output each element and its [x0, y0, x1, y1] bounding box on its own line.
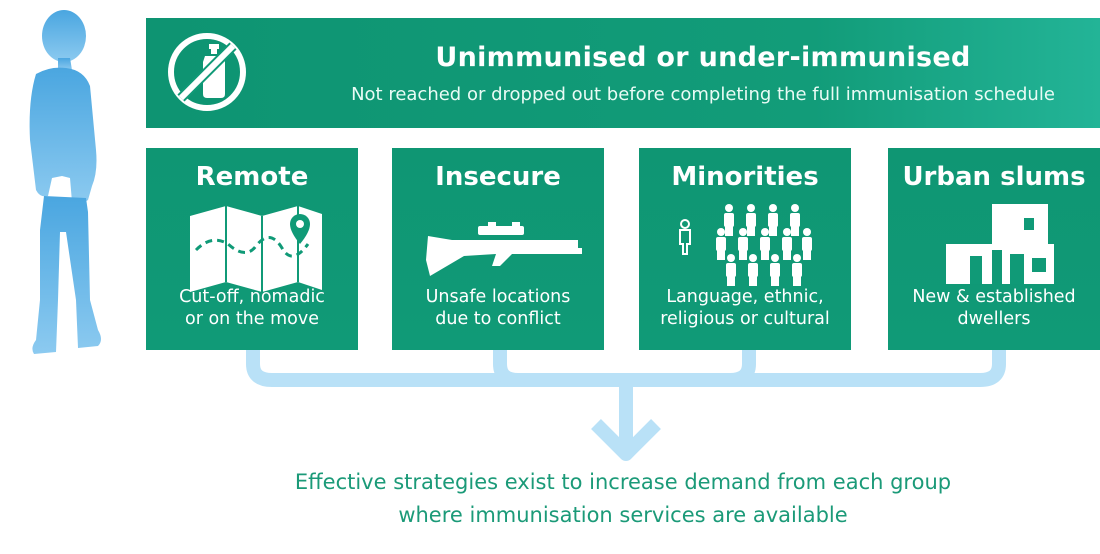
- rifle-icon: [426, 222, 582, 276]
- header-subtitle: Not reached or dropped out before comple…: [351, 84, 1055, 105]
- group-card-urban-slums: Urban slums New & established dwellers: [888, 148, 1100, 350]
- card-description: Language, ethnic, religious or cultural: [660, 287, 830, 329]
- group-card-insecure: Insecure Unsafe locations due to conflic…: [392, 148, 604, 350]
- map-icon: [190, 206, 322, 292]
- card-title: Insecure: [435, 162, 561, 192]
- card-description: Unsafe locations due to conflict: [425, 287, 571, 329]
- card-description: Cut-off, nomadic or on the move: [179, 287, 325, 329]
- card-title: Minorities: [671, 162, 819, 192]
- no-vaccine-icon: [168, 33, 246, 111]
- card-title: Remote: [195, 162, 309, 192]
- header-banner: [146, 18, 1100, 128]
- group-card-remote: Remote Cut-off, nomadic or on the move: [146, 148, 358, 350]
- card-description: New & established dwellers: [912, 287, 1076, 329]
- header-title: Unimmunised or under-immunised: [435, 42, 971, 73]
- child-silhouette-icon: [29, 10, 101, 354]
- buildings-icon: [946, 204, 1054, 284]
- connector-arrow-icon: [246, 350, 1006, 461]
- footer-statement: Effective strategies exist to increase d…: [146, 466, 1100, 532]
- footer-line-1: Effective strategies exist to increase d…: [294, 470, 952, 494]
- card-title: Urban slums: [902, 162, 1086, 192]
- footer-line-2: where immunisation services are availabl…: [398, 503, 848, 527]
- group-card-minorities: Minorities Language, ethnic, religious o…: [639, 148, 851, 350]
- people-group-icon: [679, 204, 812, 286]
